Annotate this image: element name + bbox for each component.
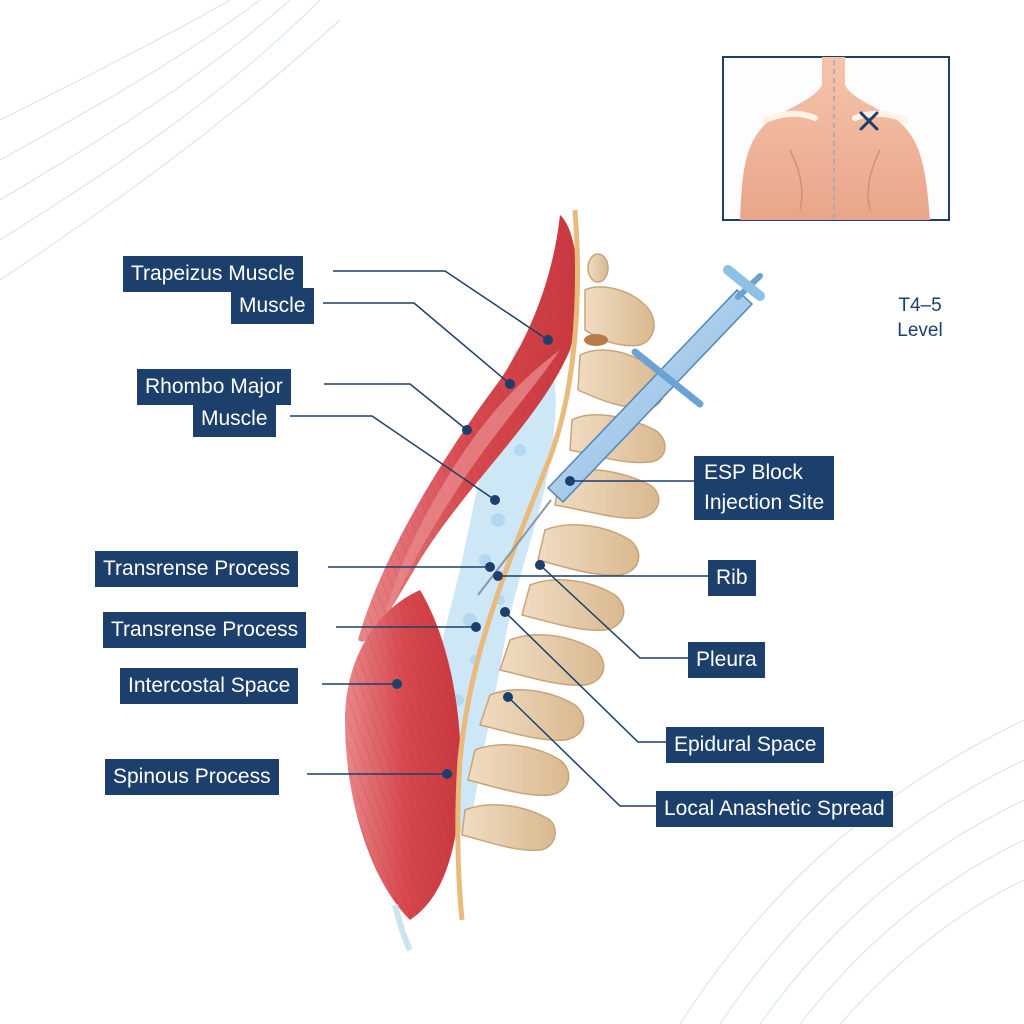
- esp-block-label-line1: ESP Block: [704, 461, 803, 484]
- leader-lines: [290, 270, 708, 807]
- x-mark-icon: [859, 111, 879, 131]
- transverse-process-label-2: Transrense Process: [103, 612, 307, 648]
- leader-dots: [392, 335, 575, 779]
- transverse-process-label-1: Transrense Process: [95, 551, 299, 587]
- rhomboid-major-label-line2: Muscle: [193, 401, 276, 437]
- trapezius-label-line2: Muscle: [231, 288, 314, 324]
- pleura-label: Pleura: [688, 642, 765, 678]
- epidural-space-label: Epidural Space: [666, 727, 825, 763]
- esp-block-label-line2: Injection Site: [704, 491, 825, 514]
- local-anesthetic-spread-label: Local Anashetic Spread: [656, 791, 893, 827]
- syringe: [477, 265, 765, 596]
- rhomboid-major-label: Rhombo Major: [137, 369, 291, 405]
- inset-back-view: [722, 56, 950, 221]
- level-line2: Level: [897, 320, 943, 341]
- vertebral-level-text: T4–5 Level: [880, 293, 960, 343]
- spinous-process-label: Spinous Process: [105, 759, 279, 795]
- intercostal-space-label: Intercostal Space: [120, 668, 299, 704]
- level-line1: T4–5: [898, 295, 942, 316]
- esp-block-injection-site-label: ESP Block Injection Site: [694, 456, 835, 520]
- rib-label: Rib: [708, 560, 756, 596]
- trapezius-label: Trapeizus Muscle: [123, 256, 303, 292]
- lower-muscle-shape: [345, 590, 461, 952]
